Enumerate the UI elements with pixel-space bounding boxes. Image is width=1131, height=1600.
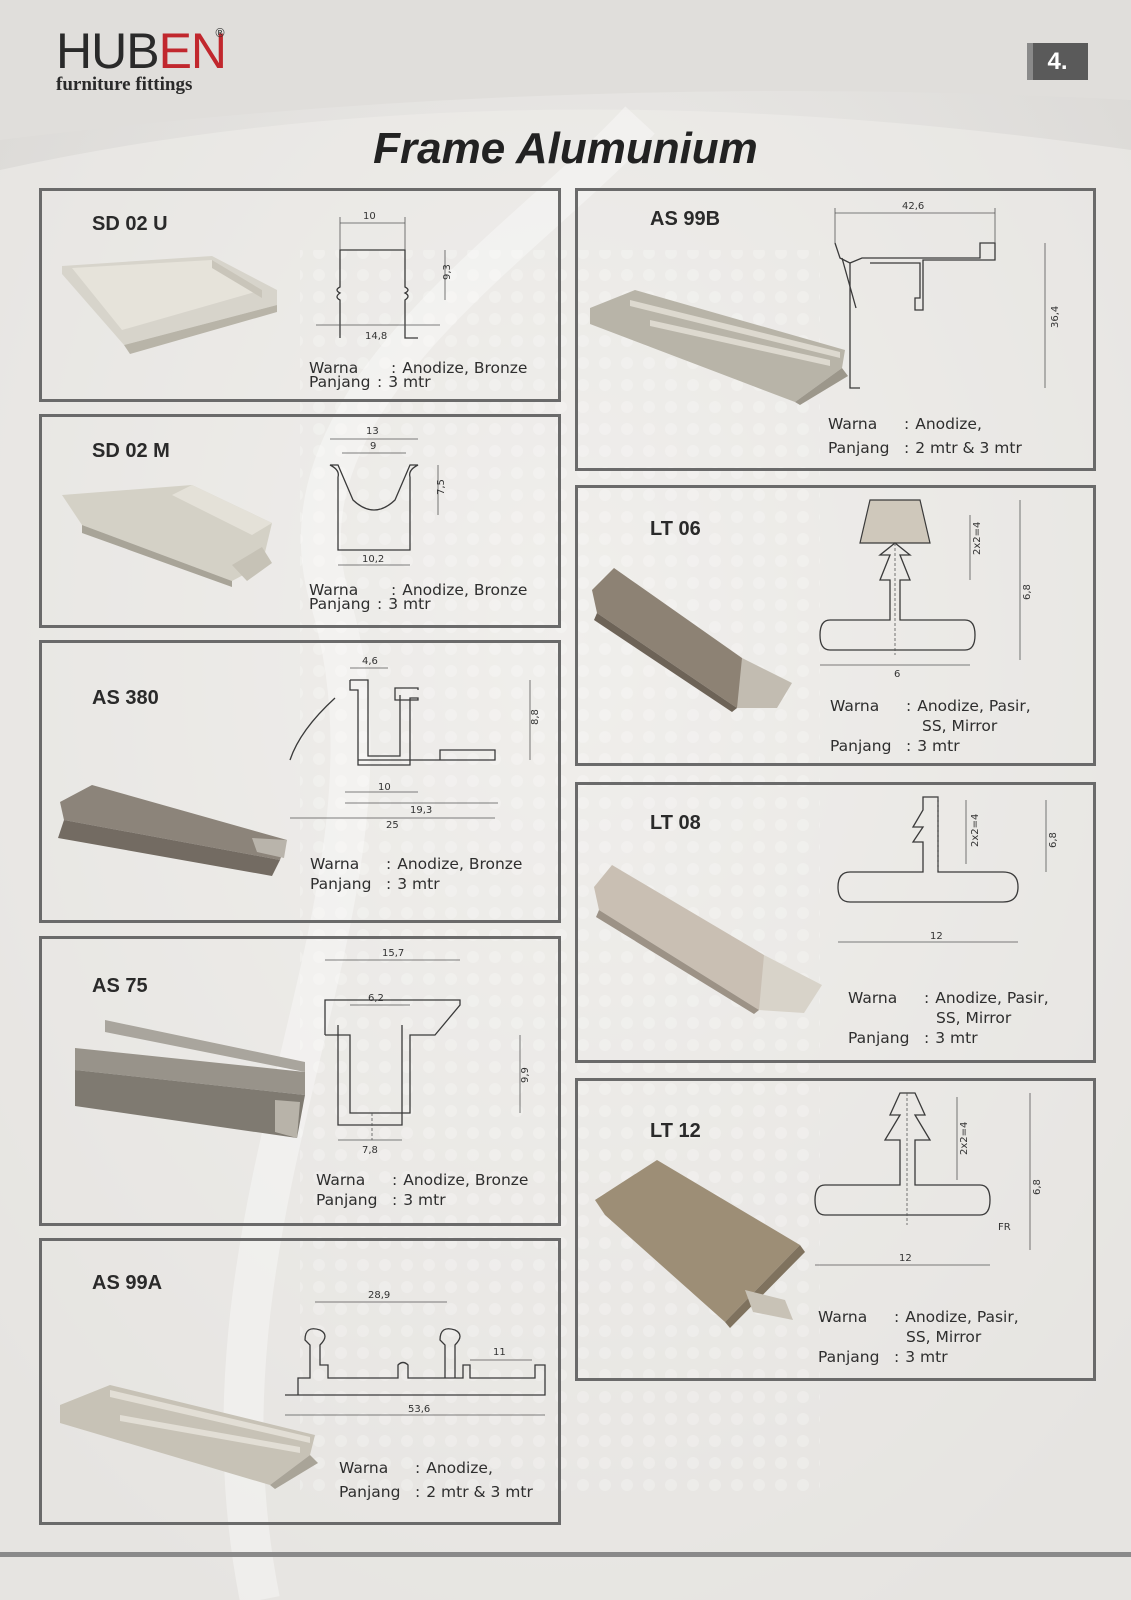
dim-label: 8,8: [530, 709, 541, 725]
spec-block: Warna:Anodize, Pasir, SS, Mirror Panjang…: [818, 1308, 1019, 1366]
dim-label: 6: [894, 669, 900, 680]
dim-label: 2x2=4: [970, 814, 981, 847]
product-card-as99a: [39, 1238, 561, 1525]
dim-label: 7,5: [436, 479, 447, 495]
profile-drawing: 2x2=4 6,8 FR 12: [814, 1092, 1043, 1266]
product-card-sd02m: [39, 414, 561, 628]
dim-label: 19,3: [410, 805, 432, 816]
spec-block: Warna:Anodize, Pasir, SS, Mirror Panjang…: [830, 697, 1031, 755]
spec-block: Warna:Anodize, Pasir, SS, Mirror Panjang…: [848, 989, 1049, 1047]
dim-label: 6,2: [368, 993, 384, 1004]
product-photo: [62, 485, 272, 587]
product-card-as380: [39, 640, 561, 923]
dim-label: 9: [370, 441, 376, 452]
profile-drawing: 42,6 36,4: [834, 201, 1061, 389]
profile-drawing: 13 9 7,5 10,2: [329, 426, 447, 566]
page-title: Frame Alumunium: [373, 124, 758, 173]
product-card-lt08: [575, 782, 1096, 1063]
dim-label: 15,7: [382, 948, 404, 959]
product-photo: [592, 568, 792, 712]
dim-label: 10: [378, 782, 391, 793]
dim-label: 2x2=4: [959, 1122, 970, 1155]
dim-label: 2x2=4: [972, 522, 983, 555]
profile-drawing: 28,9 11 53,6: [285, 1290, 546, 1416]
dim-label: 6,8: [1022, 584, 1033, 600]
product-code: AS 99B: [650, 208, 721, 230]
dim-label: 6,8: [1032, 1179, 1043, 1195]
product-card-as99b: [575, 188, 1096, 471]
dim-label: 42,6: [902, 201, 924, 212]
dim-label: 10,2: [362, 554, 384, 565]
dim-label: 14,8: [365, 331, 387, 342]
brand-logo: HUBEN ® furniture fittings: [56, 23, 227, 96]
product-code: AS 99A: [92, 1272, 163, 1294]
dim-label: 36,4: [1050, 306, 1061, 328]
product-card-sd02u: [39, 188, 561, 402]
profile-drawing: 10 9,3 14,8: [316, 211, 453, 342]
product-code: SD 02 M: [92, 440, 170, 462]
registered-mark: ®: [214, 26, 226, 40]
brand-name: HUBEN: [56, 23, 227, 79]
spec-block: Warna:Anodize, Bronze Panjang:3 mtr: [310, 855, 523, 893]
dim-label: 12: [930, 931, 943, 942]
profile-drawing: 2x2=4 6,8 12: [837, 796, 1059, 943]
dim-label: 11: [493, 1347, 506, 1358]
dim-label: FR: [998, 1222, 1011, 1233]
dim-label: 28,9: [368, 1290, 390, 1301]
product-photo: [590, 290, 848, 405]
dim-label: 4,6: [362, 656, 378, 667]
product-card-as75: [39, 936, 561, 1226]
spec-block: Warna:Anodize, Bronze Panjang:3 mtr: [309, 581, 528, 613]
spec-block: Warna:Anodize, Panjang:2 mtr & 3 mtr: [339, 1459, 533, 1501]
product-code: LT 06: [650, 518, 701, 540]
product-photo: [595, 1160, 805, 1328]
profile-drawing: 15,7 6,2 9,9 7,8: [324, 948, 531, 1156]
dim-label: 13: [366, 426, 379, 437]
product-code: AS 380: [92, 687, 159, 709]
dim-label: 9,3: [442, 264, 453, 280]
profile-drawing: 2x2=4 6,8 6: [819, 499, 1033, 680]
dim-label: 53,6: [408, 1404, 430, 1415]
product-code: LT 08: [650, 812, 701, 834]
footer-rule: [0, 1552, 1131, 1557]
dim-label: 7,8: [362, 1145, 378, 1156]
spec-block: Warna:Anodize, Bronze Panjang:3 mtr: [309, 359, 528, 391]
spec-block: Warna:Anodize, Bronze Panjang:3 mtr: [316, 1171, 529, 1209]
product-photo: [594, 865, 822, 1014]
spec-block: Warna:Anodize, Panjang:2 mtr & 3 mtr: [828, 415, 1022, 457]
product-card-lt06: [575, 485, 1096, 766]
product-photo: [75, 1020, 305, 1138]
profile-drawing: 4,6 8,8 10 19,3 25: [289, 656, 541, 831]
product-code: AS 75: [92, 975, 148, 997]
product-photo: [60, 1385, 318, 1489]
product-code: LT 12: [650, 1120, 701, 1142]
dim-label: 25: [386, 820, 399, 831]
product-photo: [58, 785, 287, 876]
brand-tagline: furniture fittings: [56, 74, 193, 95]
product-photo: [62, 256, 277, 354]
dim-label: 6,8: [1048, 832, 1059, 848]
page-number: 4.: [1027, 43, 1088, 80]
product-code: SD 02 U: [92, 213, 168, 235]
dim-label: 10: [363, 211, 376, 222]
product-card-lt12: [575, 1078, 1096, 1381]
dim-label: 12: [899, 1253, 912, 1264]
dim-label: 9,9: [520, 1067, 531, 1083]
